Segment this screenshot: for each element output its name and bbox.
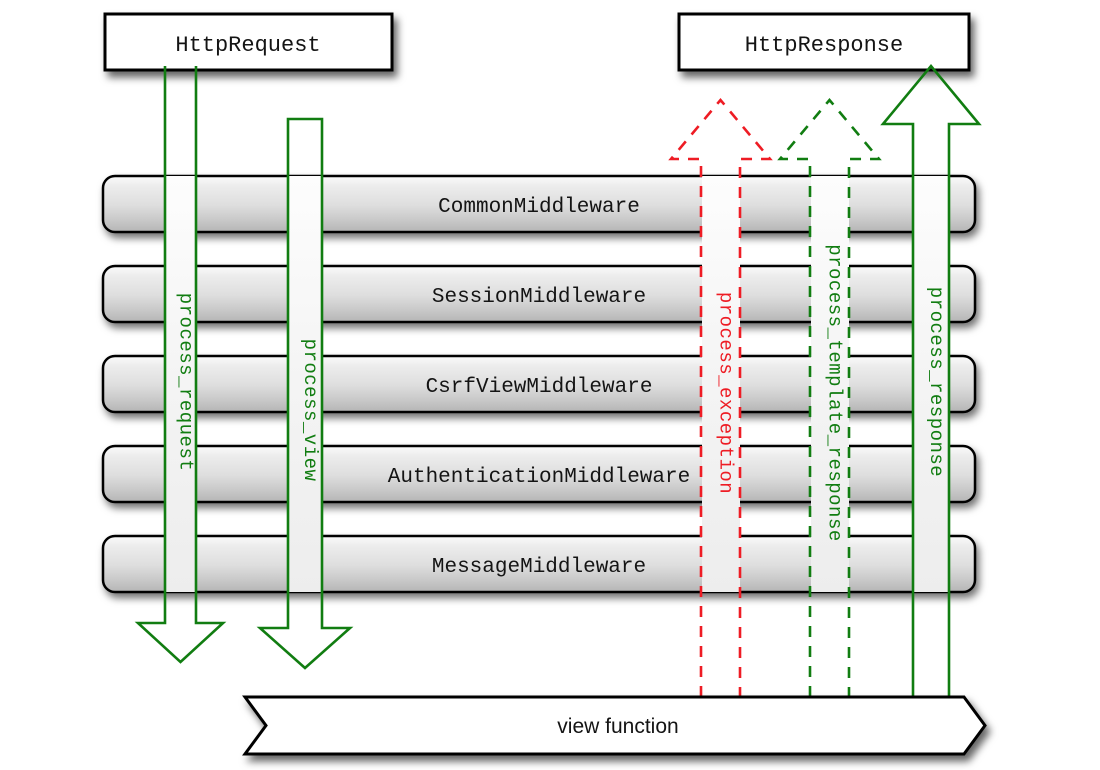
arrow-outline <box>134 66 227 664</box>
flow-arrow-process-template-response: process_template_response <box>777 97 882 697</box>
arrow-outline <box>668 97 773 697</box>
endpoint-label: HttpRequest <box>175 33 320 58</box>
arrow-outline <box>777 97 882 697</box>
arrow-outline <box>256 117 354 670</box>
lane-band-process-template-response <box>811 176 849 592</box>
flow-label-process-response: process_response <box>925 287 947 477</box>
endpoint-box <box>677 12 971 72</box>
arrow-outline <box>880 63 982 697</box>
flow-label-process-exception: process_exception <box>715 292 737 494</box>
middleware-label: SessionMiddleware <box>432 286 646 309</box>
flow-arrow-process-request: process_request <box>134 66 227 664</box>
lane-band-process-request <box>166 176 196 592</box>
lane-band-process-response <box>914 176 949 592</box>
flow-arrow-process-response: process_response <box>880 63 982 697</box>
flow-label-process-template-response: process_template_response <box>824 244 846 542</box>
endpoint-label: HttpResponse <box>745 33 903 58</box>
flow-lane-bands <box>166 176 949 592</box>
flow-label-process-request: process_request <box>175 293 197 472</box>
view-function-label: view function <box>557 715 678 738</box>
lane-band-process-exception <box>702 176 740 592</box>
flow-label-process-view: process_view <box>299 339 321 482</box>
middleware-label: AuthenticationMiddleware <box>388 466 690 489</box>
endpoint-http-request: HttpRequest <box>103 12 394 72</box>
middleware-label: CommonMiddleware <box>438 196 640 219</box>
middleware-label: MessageMiddleware <box>432 556 646 579</box>
endpoint-box <box>103 12 394 72</box>
middleware-label: CsrfViewMiddleware <box>426 376 653 399</box>
view-function-banner: view function <box>242 695 987 756</box>
lane-band-process-view <box>289 176 322 592</box>
banner-shape <box>242 695 987 756</box>
endpoint-http-response: HttpResponse <box>677 12 971 72</box>
flow-arrow-process-view: process_view <box>256 117 354 670</box>
flow-arrow-process-exception: process_exception <box>668 97 773 697</box>
